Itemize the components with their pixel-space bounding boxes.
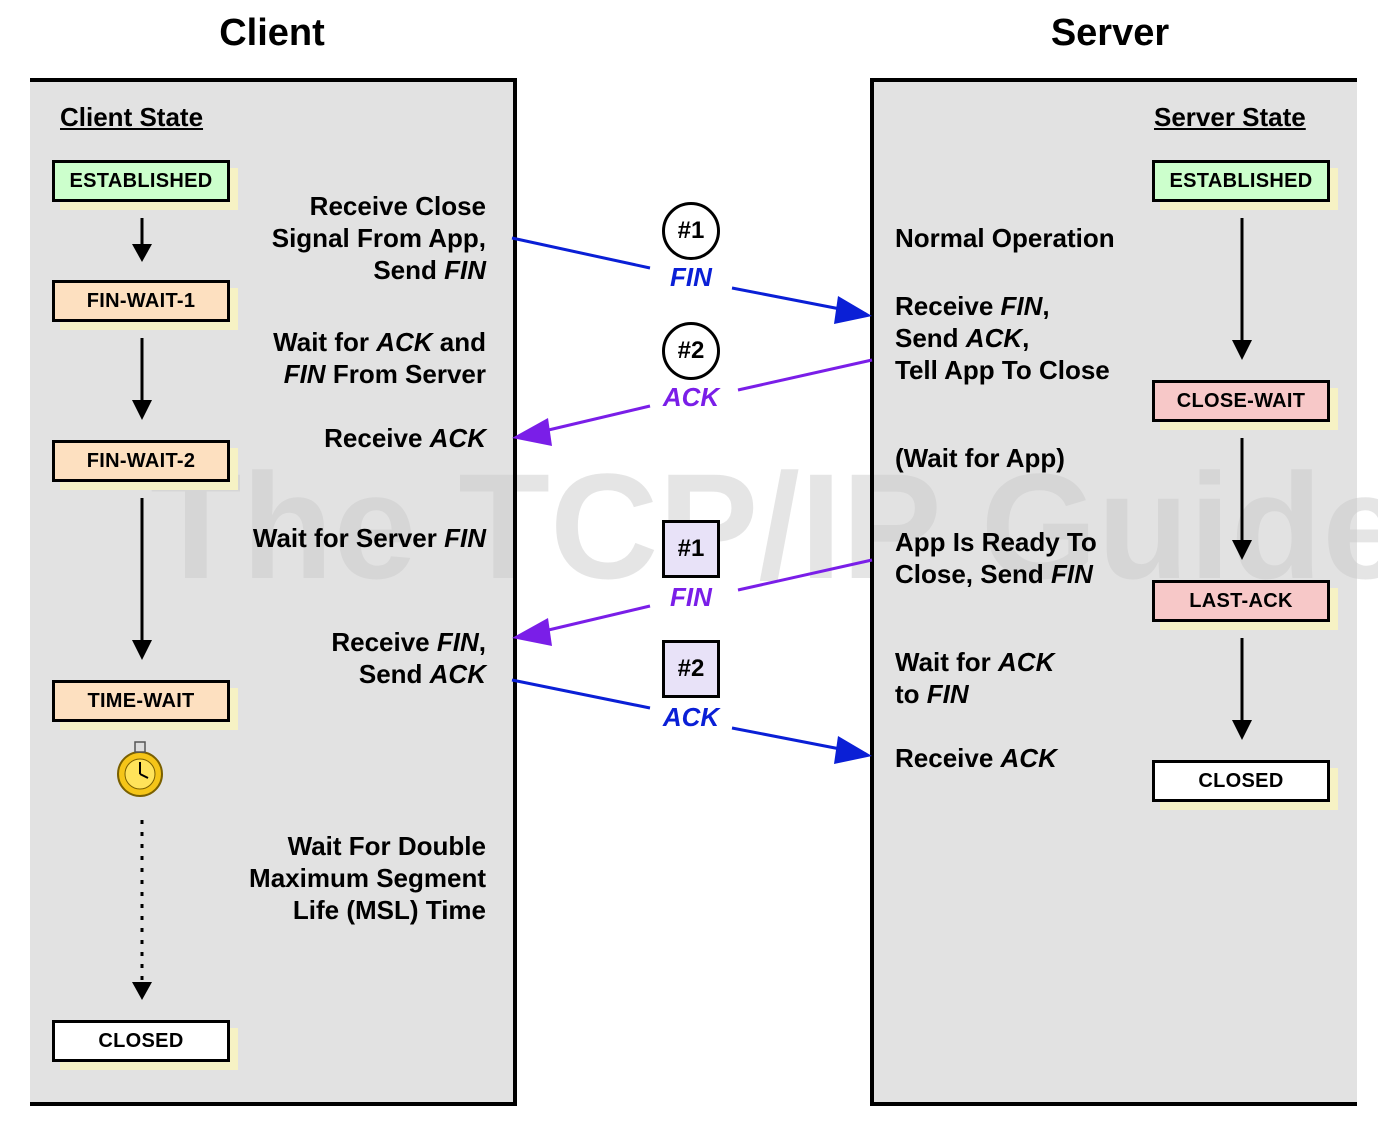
client-title: Client [219,12,325,54]
message-badge-3: #1 [662,520,720,578]
server-step-wait-ack: Wait for ACK to FIN [895,647,1055,709]
server-step-app-ready: App Is Ready To Close, Send FIN [895,527,1097,589]
stopwatch-icon [117,741,163,797]
message-badge-4: #2 [662,640,720,698]
message-arrow-fin-2 [737,558,873,592]
message-badge-1: #1 [662,202,720,260]
client-step-wait-server-fin: Wait for Server FIN [252,523,486,553]
message-arrow-ack-1 [737,358,873,392]
message-arrow-ack-2 [511,678,651,710]
server-step-receive-fin: Receive FIN, Send ACK, Tell App To Close [895,291,1110,385]
client-step-receive-ack: Receive ACK [324,423,486,453]
server-step-wait-for-app: (Wait for App) [895,443,1065,473]
client-state-closed: CLOSED [52,1020,230,1062]
client-state-fin-wait-2: FIN-WAIT-2 [52,440,230,482]
message-label-ack-1: ACK [662,382,720,412]
server-state-heading: Server State [1154,102,1306,132]
message-label-ack-2: ACK [662,702,720,732]
server-state-close-wait: CLOSE-WAIT [1152,380,1330,422]
client-step-wait-ack-fin: Wait for ACK and FIN From Server [273,327,486,389]
message-label-fin-2: FIN [670,582,712,612]
message-badge-2: #2 [662,322,720,380]
client-step-receive-fin-send-ack: Receive FIN, Send ACK [331,627,486,689]
client-state-time-wait: TIME-WAIT [52,680,230,722]
message-label-fin-1: FIN [670,262,712,292]
server-state-established: ESTABLISHED [1152,160,1330,202]
server-state-closed: CLOSED [1152,760,1330,802]
server-step-normal-operation: Normal Operation [895,223,1115,253]
client-state-fin-wait-1: FIN-WAIT-1 [52,280,230,322]
client-state-heading: Client State [60,102,204,132]
server-step-receive-ack: Receive ACK [895,743,1057,773]
server-state-last-ack: LAST-ACK [1152,580,1330,622]
client-panel [30,78,517,1106]
client-step-close-signal: Receive Close Signal From App, Send FIN [271,191,486,285]
server-title: Server [1050,12,1170,54]
message-arrow-fin-1 [511,236,651,270]
client-state-established: ESTABLISHED [52,160,230,202]
client-step-wait-double-msl: Wait For Double Maximum Segment Life (MS… [249,831,486,925]
